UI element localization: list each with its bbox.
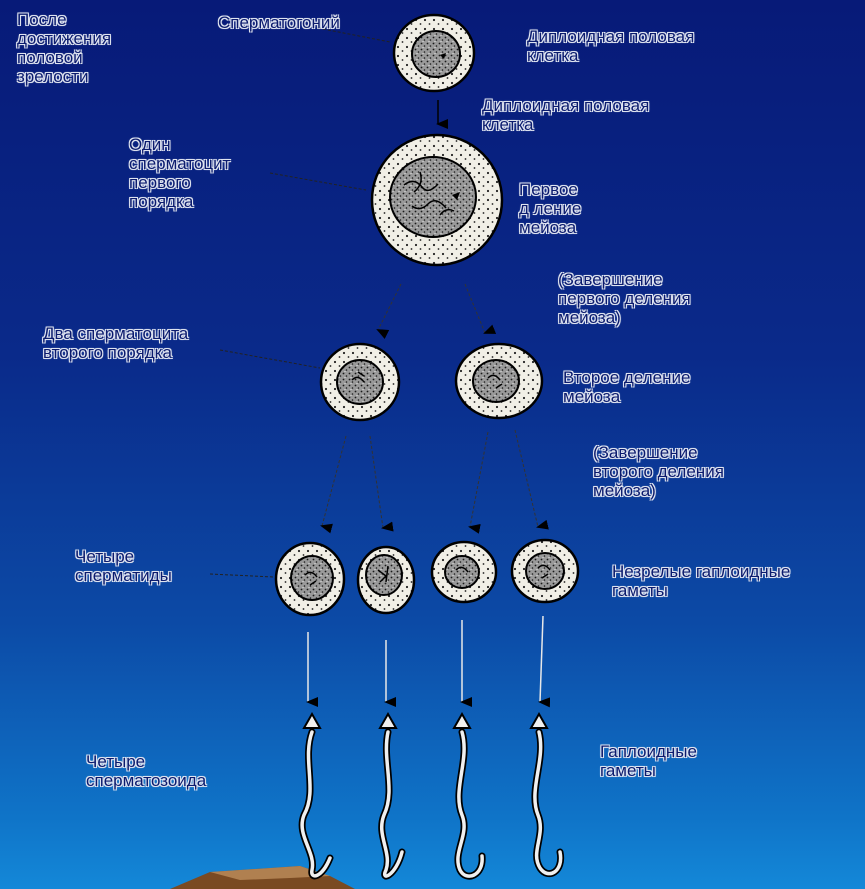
spermatogonium-cell <box>394 15 474 91</box>
label-after-puberty: После достижения половой зрелости <box>17 10 111 86</box>
arrow-3c <box>470 432 488 527</box>
label-spermatids: Четыре сперматиды <box>75 547 172 585</box>
label-second-division: Второе деление мейоза <box>563 368 690 406</box>
label-second-division-complete: (Завершение второго деления мейоза) <box>593 443 724 500</box>
label-primary-spermatocyte: Один сперматоцит первого порядка <box>129 135 230 211</box>
arrow-2a <box>378 284 401 330</box>
label-spermatogonium: Сперматогоний <box>218 13 340 32</box>
arrow-3a <box>322 436 346 526</box>
spermatid-2 <box>358 547 414 613</box>
spermatid-3 <box>432 542 496 602</box>
arrow-2b <box>465 284 485 333</box>
label-spermatozoa: Четыре сперматозоида <box>86 752 206 790</box>
spermatid-4 <box>512 540 578 602</box>
arrow-4d <box>540 616 543 702</box>
spermatozoon-4 <box>531 714 561 874</box>
primary-spermatocyte-cell <box>372 135 502 265</box>
spermatid-1 <box>276 543 344 615</box>
spermatozoon-1 <box>302 714 330 876</box>
spermatozoon-3 <box>454 714 482 876</box>
label-secondary-spermatocytes: Два сперматоцита второго порядка <box>43 324 188 362</box>
label-first-division-complete: (Завершение первого деления мейоза) <box>558 270 691 327</box>
arrow-3d <box>515 430 538 527</box>
label-first-division: Первое д ление мейоза <box>519 180 581 237</box>
spermatozoon-2 <box>380 714 402 876</box>
secondary-spermatocyte-left <box>321 344 399 420</box>
label-diploid-cell-2: Диплоидная половая клетка <box>482 96 649 134</box>
label-immature-gametes: Незрелые гаплоидные гаметы <box>612 562 790 600</box>
label-haploid-gametes: Гаплоидные гаметы <box>600 742 697 780</box>
arrow-3b <box>370 436 383 528</box>
label-diploid-cell-1: Диплоидная половая клетка <box>527 27 694 65</box>
secondary-spermatocyte-right <box>456 344 542 418</box>
